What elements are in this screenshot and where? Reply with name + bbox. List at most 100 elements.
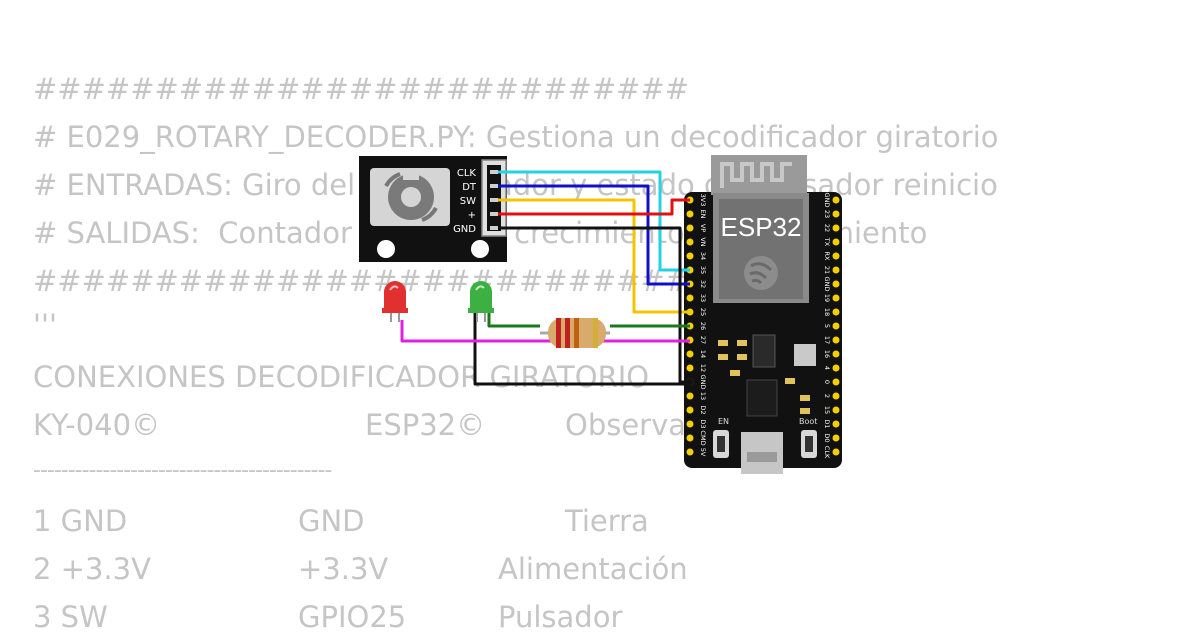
esp32-pin[interactable] [686,434,694,442]
esp32-pin-label: 34 [699,252,707,260]
esp32-pin-label: 3V3 [699,194,707,207]
esp32-pin[interactable] [832,448,840,456]
esp32-pin[interactable] [832,434,840,442]
esp32-pin-label: 19 [823,294,831,302]
table-cell: Alimentación [498,552,688,586]
encoder-pin-label: CLK [457,168,477,179]
esp32-pin[interactable] [686,252,694,260]
esp32-pin-label: EN [699,210,707,219]
wire-green-led [487,312,690,328]
table-cell: +3.3V [298,552,389,586]
esp32-pin[interactable] [832,252,840,260]
esp32-board[interactable]: ESP32 EN Boot 3V3ENVPVN34353233252627141… [684,155,842,474]
esp32-pin[interactable] [832,392,840,400]
esp32-pin[interactable] [686,420,694,428]
esp32-pin-label: 4 [823,366,831,370]
esp32-pin-label: CLK [823,446,831,459]
esp32-pin[interactable] [686,392,694,400]
esp32-pin-label: GND [823,277,831,292]
wire-sw [498,198,690,314]
led-red[interactable] [382,281,408,322]
esp32-pin-label: VN [699,237,707,246]
esp32-pin-label: D0 [823,433,831,442]
table-cell: Pulsador [498,600,623,634]
esp32-pin[interactable] [686,406,694,414]
esp32-pin[interactable] [832,266,840,274]
esp32-pin-label: 25 [699,308,707,316]
esp32-pin-label: 21 [823,266,831,274]
esp32-pin-label: 22 [823,224,831,232]
esp32-pin[interactable] [832,350,840,358]
esp32-pin-label: 35 [699,266,707,274]
esp32-pin-label: 2 [823,394,831,398]
table-cell: Tierra [565,504,649,538]
rotate-cw-icon [421,206,438,222]
esp32-pin-label: D1 [823,419,831,428]
table-header-cell: ESP32© [365,408,486,442]
wire-red-led [400,320,690,343]
wire-gnd-led [473,312,690,386]
antenna-trace-icon [720,162,792,188]
esp32-pin-label: RX [823,252,831,262]
table-cell: GND [298,504,365,538]
boot-label: Boot [799,417,817,426]
esp32-pin[interactable] [832,378,840,386]
resistor[interactable] [540,318,610,348]
esp32-pin[interactable] [686,364,694,372]
esp32-pin[interactable] [686,448,694,456]
led-green[interactable] [468,281,494,322]
table-cell: 3 SW [33,600,108,634]
esp32-pin[interactable] [686,224,694,232]
esp32-pin[interactable] [686,210,694,218]
esp32-pin[interactable] [832,322,840,330]
esp32-pin[interactable] [686,350,694,358]
esp32-pin-label: 23 [823,210,831,218]
esp32-pin[interactable] [832,308,840,316]
esp32-pin[interactable] [832,406,840,414]
esp32-pin-label: TX [823,237,831,247]
esp32-pin-label: 16 [823,350,831,358]
esp32-pin[interactable] [832,224,840,232]
esp32-pin[interactable] [832,196,840,204]
esp32-pin-label: 26 [699,322,707,330]
esp32-pin[interactable] [686,238,694,246]
wire-dt [498,184,690,286]
table-cell: 1 GND [33,504,128,538]
esp32-pin-label: 27 [699,336,707,344]
table-cell: 2 +3.3V [33,552,151,586]
esp32-pin[interactable] [832,294,840,302]
esp32-pin-label: 5 [823,324,831,328]
wire-vcc [498,198,690,216]
esp32-pin-label: VP [699,224,707,232]
esp32-pin[interactable] [832,280,840,288]
esp32-pin-label: 18 [823,308,831,316]
esp32-pin[interactable] [832,364,840,372]
esp32-pin[interactable] [832,336,840,344]
encoder-pin[interactable] [490,226,498,230]
encoder-pin-label: + [468,210,476,221]
esp32-pin[interactable] [832,238,840,246]
esp32-pin-label: 32 [699,280,707,288]
esp32-pin-label: 0 [823,380,831,384]
esp32-pin-label: 12 [699,364,707,372]
encoder-pin[interactable] [490,184,498,188]
encoder-pin[interactable] [490,212,498,216]
wire-gnd [498,226,690,384]
code-line: ########################### [33,72,690,106]
encoder-pin-label: GND [453,224,476,235]
encoder-pin[interactable] [490,170,498,174]
code-line: CONEXIONES DECODIFICADOR GIRATORIO [33,360,650,394]
antenna-module [711,155,807,195]
encoder-pin[interactable] [490,198,498,202]
reset-component [794,344,816,366]
esp32-pin[interactable] [686,294,694,302]
encoder-pin-label: DT [462,182,477,193]
esp32-pin[interactable] [832,210,840,218]
code-line: ########################### [33,264,690,298]
esp32-pin-label: 17 [823,336,831,344]
esp32-pin-label: CMD [699,430,707,445]
esp32-pin[interactable] [832,420,840,428]
